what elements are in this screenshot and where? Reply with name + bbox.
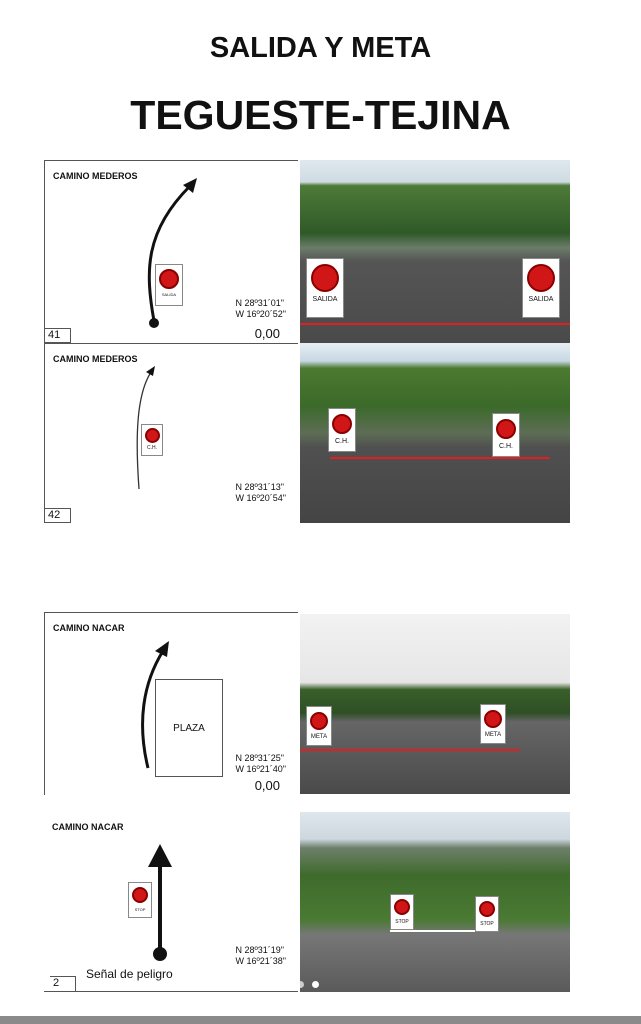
route-arrow-icon <box>147 178 197 328</box>
coordinates: N 28º31´25"W 16º21´40" <box>235 753 286 774</box>
heading-salida-meta: SALIDA Y META <box>209 32 432 64</box>
diagram-meta: CAMINO NACAR PLAZA N 28º31´25"W 16º21´40… <box>44 612 298 795</box>
street-name: CAMINO MEDEROS <box>53 171 138 181</box>
distance: 0,00 <box>254 778 280 793</box>
plaza-box: PLAZA <box>155 679 223 777</box>
street-name: CAMINO NACAR <box>52 822 124 832</box>
step-number: 42 <box>45 508 71 523</box>
stop-sign-icon: STOP <box>128 882 152 918</box>
diagram-41: CAMINO MEDEROS SALIDA N 28º31´01"W 16º20… <box>44 160 298 343</box>
street-name: CAMINO NACAR <box>53 623 125 633</box>
ch-sign-icon: C.H. <box>492 413 520 457</box>
diagram-stop: CAMINO NACAR STOP N 28º31´19"W 16º21´38"… <box>44 812 298 992</box>
route-arrow-icon <box>141 641 169 769</box>
ch-sign-icon: C.H. <box>141 424 163 456</box>
stop-sign-icon: STOP <box>390 894 414 930</box>
route-arrow-icon <box>136 366 155 490</box>
step-number: 41 <box>45 328 71 343</box>
meta-sign-icon: META <box>480 704 506 744</box>
step-number: 2 <box>50 976 76 991</box>
heading-route: TEGUESTE-TEJINA <box>130 92 511 138</box>
stop-sign-icon: STOP <box>475 896 499 932</box>
distance: 0,00 <box>254 326 280 341</box>
salida-sign-icon: SALIDA <box>306 258 344 318</box>
salida-sign-icon: SALIDA <box>522 258 560 318</box>
ch-sign-icon: C.H. <box>328 408 356 452</box>
carousel-dot[interactable] <box>300 981 304 988</box>
photo-control-horario: C.H. C.H. <box>300 343 570 523</box>
photo-stop: STOP STOP <box>300 812 570 992</box>
salida-sign-icon: SALIDA <box>155 264 183 306</box>
note-text: Señal de peligro <box>86 967 173 981</box>
coordinates: N 28º31´13"W 16º20´54" <box>235 482 286 503</box>
route-arrow-icon <box>148 844 172 961</box>
photo-salida: SALIDA SALIDA <box>300 160 570 343</box>
coordinates: N 28º31´01"W 16º20´52" <box>235 298 286 319</box>
carousel-dot-active[interactable] <box>312 981 319 988</box>
diagram-42: CAMINO MEDEROS C.H. N 28º31´13"W 16º20´5… <box>44 343 298 523</box>
bottom-bar <box>0 1016 641 1024</box>
coordinates: N 28º31´19"W 16º21´38" <box>235 945 286 966</box>
photo-meta: META META <box>300 614 570 794</box>
street-name: CAMINO MEDEROS <box>53 354 138 364</box>
meta-sign-icon: META <box>306 706 332 746</box>
